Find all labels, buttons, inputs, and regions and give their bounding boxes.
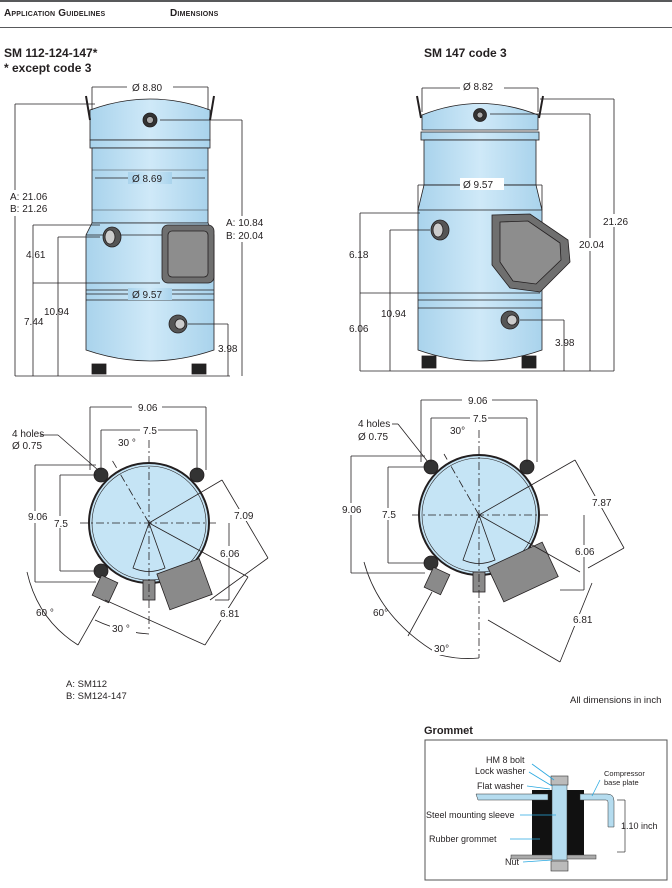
- right-model-title: SM 147 code 3: [424, 46, 507, 60]
- dim-height-a: A: 21.06: [10, 192, 48, 203]
- label-lock-washer: Lock washer: [475, 766, 526, 776]
- holes-label-right: 4 holes: [358, 419, 390, 430]
- label-sleeve: Steel mounting sleeve: [426, 810, 515, 820]
- dim-height-b: B: 21.26: [10, 204, 48, 215]
- dim-height-inner-left: 7.5: [54, 519, 68, 530]
- grommet-diagram: [424, 739, 668, 881]
- holes-diameter-right: Ø 0.75: [358, 432, 388, 443]
- dim-suction-b: B: 20.04: [226, 231, 264, 242]
- label-nut: Nut: [505, 857, 520, 867]
- dim-top-diameter-right: Ø 8.82: [463, 82, 493, 93]
- angle-top-right: 30°: [450, 426, 465, 437]
- mount-hole: [423, 555, 439, 571]
- side-view-left: [14, 86, 243, 377]
- holes-label-left: 4 holes: [12, 429, 44, 440]
- label-bolt: HM 8 bolt: [486, 755, 525, 765]
- dim-width-outer-left: 9.06: [138, 403, 158, 414]
- mount-hole: [189, 467, 205, 483]
- angle-60-right: 60°: [373, 608, 388, 619]
- legend-a: A: SM112: [66, 679, 108, 690]
- side-view-right: [359, 87, 615, 372]
- dim-681-right: 6.81: [573, 615, 593, 626]
- grommet-title: Grommet: [424, 725, 473, 737]
- mount-hole: [519, 459, 535, 475]
- foot-left: [421, 355, 437, 369]
- dim-mid-diameter-left: Ø 8.69: [132, 174, 162, 185]
- label-height: 1.10 inch: [621, 821, 658, 831]
- dim-1094-right: 10.94: [381, 309, 406, 320]
- dim-606-right-top: 6.06: [575, 547, 595, 558]
- compressor-base-plate: [579, 793, 615, 828]
- dim-height-outer-right: 9.06: [342, 505, 362, 516]
- terminal-box-top: [156, 558, 213, 611]
- units-note: All dimensions in inch: [570, 695, 662, 706]
- dim-width-outer-right: 9.06: [468, 396, 488, 407]
- dim-width-inner-right: 7.5: [473, 414, 487, 425]
- top-rule: [0, 0, 672, 2]
- foot-right: [191, 363, 207, 375]
- angle-30-left: 30 °: [112, 624, 130, 635]
- dim-618: 6.18: [349, 250, 369, 261]
- top-view-left: [26, 406, 269, 646]
- left-model-title-line1: SM 112-124-147*: [4, 46, 98, 60]
- angle-30-right: 30°: [434, 644, 449, 655]
- dim-height-total: 21.26: [603, 217, 628, 228]
- legend: A: SM112 B: SM124-147: [66, 679, 127, 703]
- leader-lines: [510, 763, 601, 863]
- dim-606-left: 6.06: [220, 549, 240, 560]
- dim-398-left: 3.98: [218, 344, 238, 355]
- angle-60-left: 60 °: [36, 608, 54, 619]
- dim-body-diameter-right: Ø 9.57: [463, 180, 493, 191]
- dim-787: 7.87: [592, 498, 612, 509]
- foot-right: [521, 355, 537, 369]
- label-base-plate-2: base plate: [604, 778, 639, 787]
- dim-height-suction: 20.04: [579, 240, 604, 251]
- angle-top-left: 30 °: [118, 438, 136, 449]
- page-header: Application Guidelines Dimensions: [0, 6, 672, 28]
- bolt-head: [550, 775, 569, 786]
- label-rubber-grommet: Rubber grommet: [429, 834, 497, 844]
- steel-sleeve: [551, 779, 568, 861]
- dim-709: 7.09: [234, 511, 254, 522]
- label-base-plate-1: Compressor: [604, 769, 645, 778]
- dim-body-diameter-left: Ø 9.57: [132, 290, 162, 301]
- dim-suction-a: A: 10.84: [226, 218, 264, 229]
- left-model-footnote: * except code 3: [4, 61, 92, 75]
- dim-height-outer-left: 9.06: [28, 512, 48, 523]
- left-model-title: SM 112-124-147* * except code 3: [4, 46, 97, 76]
- nut: [550, 860, 569, 872]
- dim-744: 7.44: [24, 317, 44, 328]
- legend-b: B: SM124-147: [66, 691, 127, 702]
- dim-top-diameter-left: Ø 8.80: [132, 83, 162, 94]
- topic-title: Dimensions: [170, 8, 219, 19]
- label-flat-washer: Flat washer: [477, 781, 524, 791]
- dim-398-right: 3.98: [555, 338, 575, 349]
- section-title: Application Guidelines: [4, 8, 106, 19]
- holes-diameter-left: Ø 0.75: [12, 441, 42, 452]
- mask: [127, 80, 173, 94]
- dim-1094-left: 10.94: [44, 307, 69, 318]
- foot-left: [91, 363, 107, 375]
- terminal-box-top: [487, 541, 559, 603]
- dim-height-inner-right: 7.5: [382, 510, 396, 521]
- mount-hole: [423, 459, 439, 475]
- mount-hole: [93, 467, 109, 483]
- dim-606-right: 6.06: [349, 324, 369, 335]
- dim-681-left: 6.81: [220, 609, 240, 620]
- dim-461: 4.61: [26, 250, 46, 261]
- header-rule: [0, 27, 672, 28]
- dim-width-inner-left: 7.5: [143, 426, 157, 437]
